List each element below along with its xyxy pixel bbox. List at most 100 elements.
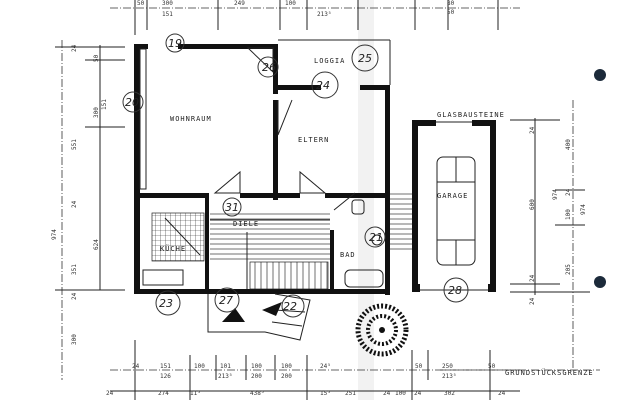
dim-label: 151 bbox=[101, 99, 108, 110]
kitchen-tiles bbox=[142, 212, 205, 286]
room-number: 20 bbox=[125, 96, 139, 109]
dim-label: 151 bbox=[160, 363, 171, 370]
entrance-arrow bbox=[262, 302, 282, 316]
dim-label: 100 bbox=[285, 0, 296, 7]
dim-label: 100 bbox=[251, 363, 262, 370]
dim-label: 80 bbox=[447, 0, 455, 7]
dim-label: 974 bbox=[552, 189, 559, 200]
dim-label: 250 bbox=[442, 363, 453, 370]
room-label-loggia: LOGGIA bbox=[314, 57, 345, 65]
room-number: 31 bbox=[225, 201, 239, 214]
tree-icon bbox=[355, 303, 409, 357]
dim-label: 600 bbox=[529, 199, 536, 210]
room-label-wohnraum: WOHNRAUM bbox=[170, 115, 212, 123]
dim-label: 274 bbox=[158, 390, 169, 397]
dim-label: 24 bbox=[71, 200, 78, 208]
room-number: 27 bbox=[219, 294, 233, 307]
punch-hole-top bbox=[594, 69, 606, 81]
dim-label: 974 bbox=[580, 204, 587, 215]
dim-label: 249 bbox=[234, 0, 245, 7]
label-grundstuecksgrenze: GRUNDSTÜCKSGRENZE bbox=[505, 368, 594, 377]
door-swings bbox=[213, 47, 356, 211]
room-number: 28 bbox=[448, 284, 462, 297]
dimension-left: 551 300 151 50 974 24 624 351 24 300 24 bbox=[51, 40, 125, 380]
dim-label: 24 bbox=[529, 297, 536, 305]
dim-label: 24 bbox=[498, 390, 506, 397]
dim-label: 100 bbox=[565, 209, 572, 220]
dim-label: 50 bbox=[447, 9, 455, 16]
dim-label: 251 bbox=[345, 390, 356, 397]
sink bbox=[371, 234, 383, 246]
room-number: 22 bbox=[283, 300, 297, 313]
dim-label: 551 bbox=[71, 139, 78, 150]
dim-label: 300 bbox=[93, 107, 100, 118]
dim-label: 24 bbox=[529, 274, 536, 282]
entrance-steps bbox=[207, 293, 311, 341]
dim-label: 24 bbox=[414, 390, 422, 397]
dim-label: 100 bbox=[281, 363, 292, 370]
dim-label: 300 bbox=[162, 0, 173, 7]
dim-label: 50 bbox=[137, 0, 145, 7]
house-walls bbox=[134, 39, 391, 295]
punch-hole-bottom bbox=[594, 276, 606, 288]
dim-label: 24 bbox=[529, 126, 536, 134]
dim-label: 200 bbox=[281, 373, 292, 380]
room-number: 26 bbox=[262, 61, 276, 74]
dim-label: 300 bbox=[71, 334, 78, 345]
dim-label: 50 bbox=[415, 363, 423, 370]
dim-label: 213⁵ bbox=[218, 373, 232, 380]
dim-label: 24 bbox=[565, 188, 572, 196]
dim-label: 50 bbox=[488, 363, 496, 370]
dim-label: 438⁵ bbox=[250, 390, 264, 397]
dim-label: 400 bbox=[565, 139, 572, 150]
dim-label: 24 bbox=[383, 390, 391, 397]
toilet bbox=[351, 199, 365, 215]
dim-label: 151 bbox=[162, 11, 173, 18]
room-number: 23 bbox=[159, 297, 173, 310]
dim-label: 213⁵ bbox=[317, 11, 331, 18]
room-label-diele: DIELE bbox=[233, 220, 259, 228]
room-number: 25 bbox=[358, 52, 372, 65]
room-number: 19 bbox=[168, 37, 182, 50]
bathroom-fixtures bbox=[344, 199, 384, 288]
dim-label: 213⁵ bbox=[442, 373, 456, 380]
dim-label: 50 bbox=[93, 54, 100, 62]
dim-label: 11⁵ bbox=[190, 390, 201, 397]
room-label-eltern: ELTERN bbox=[298, 136, 329, 144]
room-label-bad: BAD bbox=[340, 251, 356, 259]
room-numbers: 19 20 21 22 23 24 25 26 27 28 31 bbox=[122, 33, 469, 318]
car-icon bbox=[436, 156, 476, 266]
dim-label: 126 bbox=[160, 373, 171, 380]
dim-label: 24⁵ bbox=[320, 363, 331, 370]
dim-label: 15⁵ bbox=[320, 390, 331, 397]
staircase bbox=[210, 190, 412, 290]
label-glasbausteine: GLASBAUSTEINE bbox=[437, 111, 505, 119]
entrance-arrow bbox=[222, 308, 245, 322]
dim-label: 100 bbox=[194, 363, 205, 370]
dim-label: 974 bbox=[51, 229, 58, 240]
scan-fold-shadow bbox=[358, 0, 374, 400]
dimension-bottom: 24 151 126 100 101 213⁵ 100 200 100 200 … bbox=[106, 340, 600, 400]
dim-label: 351 bbox=[71, 264, 78, 275]
room-label-kueche: KÜCHE bbox=[160, 244, 186, 253]
room-label-garage: GARAGE bbox=[437, 192, 468, 200]
dim-label: 302 bbox=[444, 390, 455, 397]
dimension-right: 24 400 600 974 24 100 974 205 24 24 bbox=[510, 100, 590, 370]
dim-label: 101 bbox=[220, 363, 231, 370]
room-number: 24 bbox=[316, 79, 330, 92]
dimension-top: 50 300 151 249 100 213⁵ 80 50 bbox=[110, 0, 520, 35]
dim-label: 24 bbox=[132, 363, 140, 370]
dim-label: 624 bbox=[93, 239, 100, 250]
bathtub bbox=[344, 269, 384, 288]
dim-label: 205 bbox=[565, 264, 572, 275]
kitchen-counter bbox=[142, 269, 184, 286]
room-number: 21 bbox=[369, 231, 383, 244]
dim-label: 24 bbox=[71, 292, 78, 300]
dim-label: 24 bbox=[106, 390, 114, 397]
dim-label: 200 bbox=[251, 373, 262, 380]
dim-label: 100 bbox=[395, 390, 406, 397]
garage bbox=[412, 120, 496, 292]
dim-label: 24 bbox=[71, 44, 78, 52]
